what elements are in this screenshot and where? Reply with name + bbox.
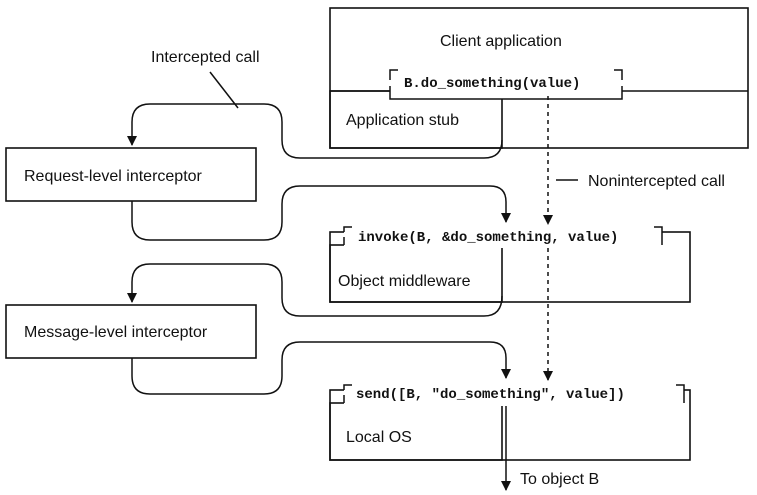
request-level-interceptor-label: Request-level interceptor <box>24 168 203 185</box>
client-application-box <box>329 7 749 149</box>
do-something-bg <box>394 65 618 95</box>
do-something-bracket-top <box>389 69 623 80</box>
invoke-call: invoke(B, &do_something, value) <box>358 230 618 246</box>
message-level-interceptor-label: Message-level interceptor <box>24 324 208 341</box>
send-call: send([B, "do_something", value]) <box>356 387 625 403</box>
request-interceptor-to-invoke-wire <box>131 185 511 241</box>
request-level-interceptor-box <box>5 147 257 202</box>
local-os-label: Local OS <box>346 429 412 446</box>
do-something-call: B.do_something(value) <box>404 76 580 92</box>
intercepted-call-pointer <box>209 71 239 109</box>
middleware-to-message-interceptor-wire <box>127 263 503 317</box>
invoke-bracket <box>343 226 663 245</box>
intercepted-call-label: Intercepted call <box>151 49 260 66</box>
invoke-bg <box>344 222 662 248</box>
stub-to-request-interceptor-wire <box>127 103 503 159</box>
client-application-label: Client application <box>440 33 562 50</box>
nonintercepted-call-label: Nonintercepted call <box>588 173 725 190</box>
send-bg <box>344 380 684 406</box>
send-bracket <box>343 384 685 403</box>
application-stub-label: Application stub <box>346 112 459 129</box>
message-interceptor-to-send-wire <box>131 341 511 395</box>
object-middleware-label: Object middleware <box>338 273 471 290</box>
to-object-b-label: To object B <box>520 471 599 488</box>
message-level-interceptor-box <box>5 304 257 359</box>
